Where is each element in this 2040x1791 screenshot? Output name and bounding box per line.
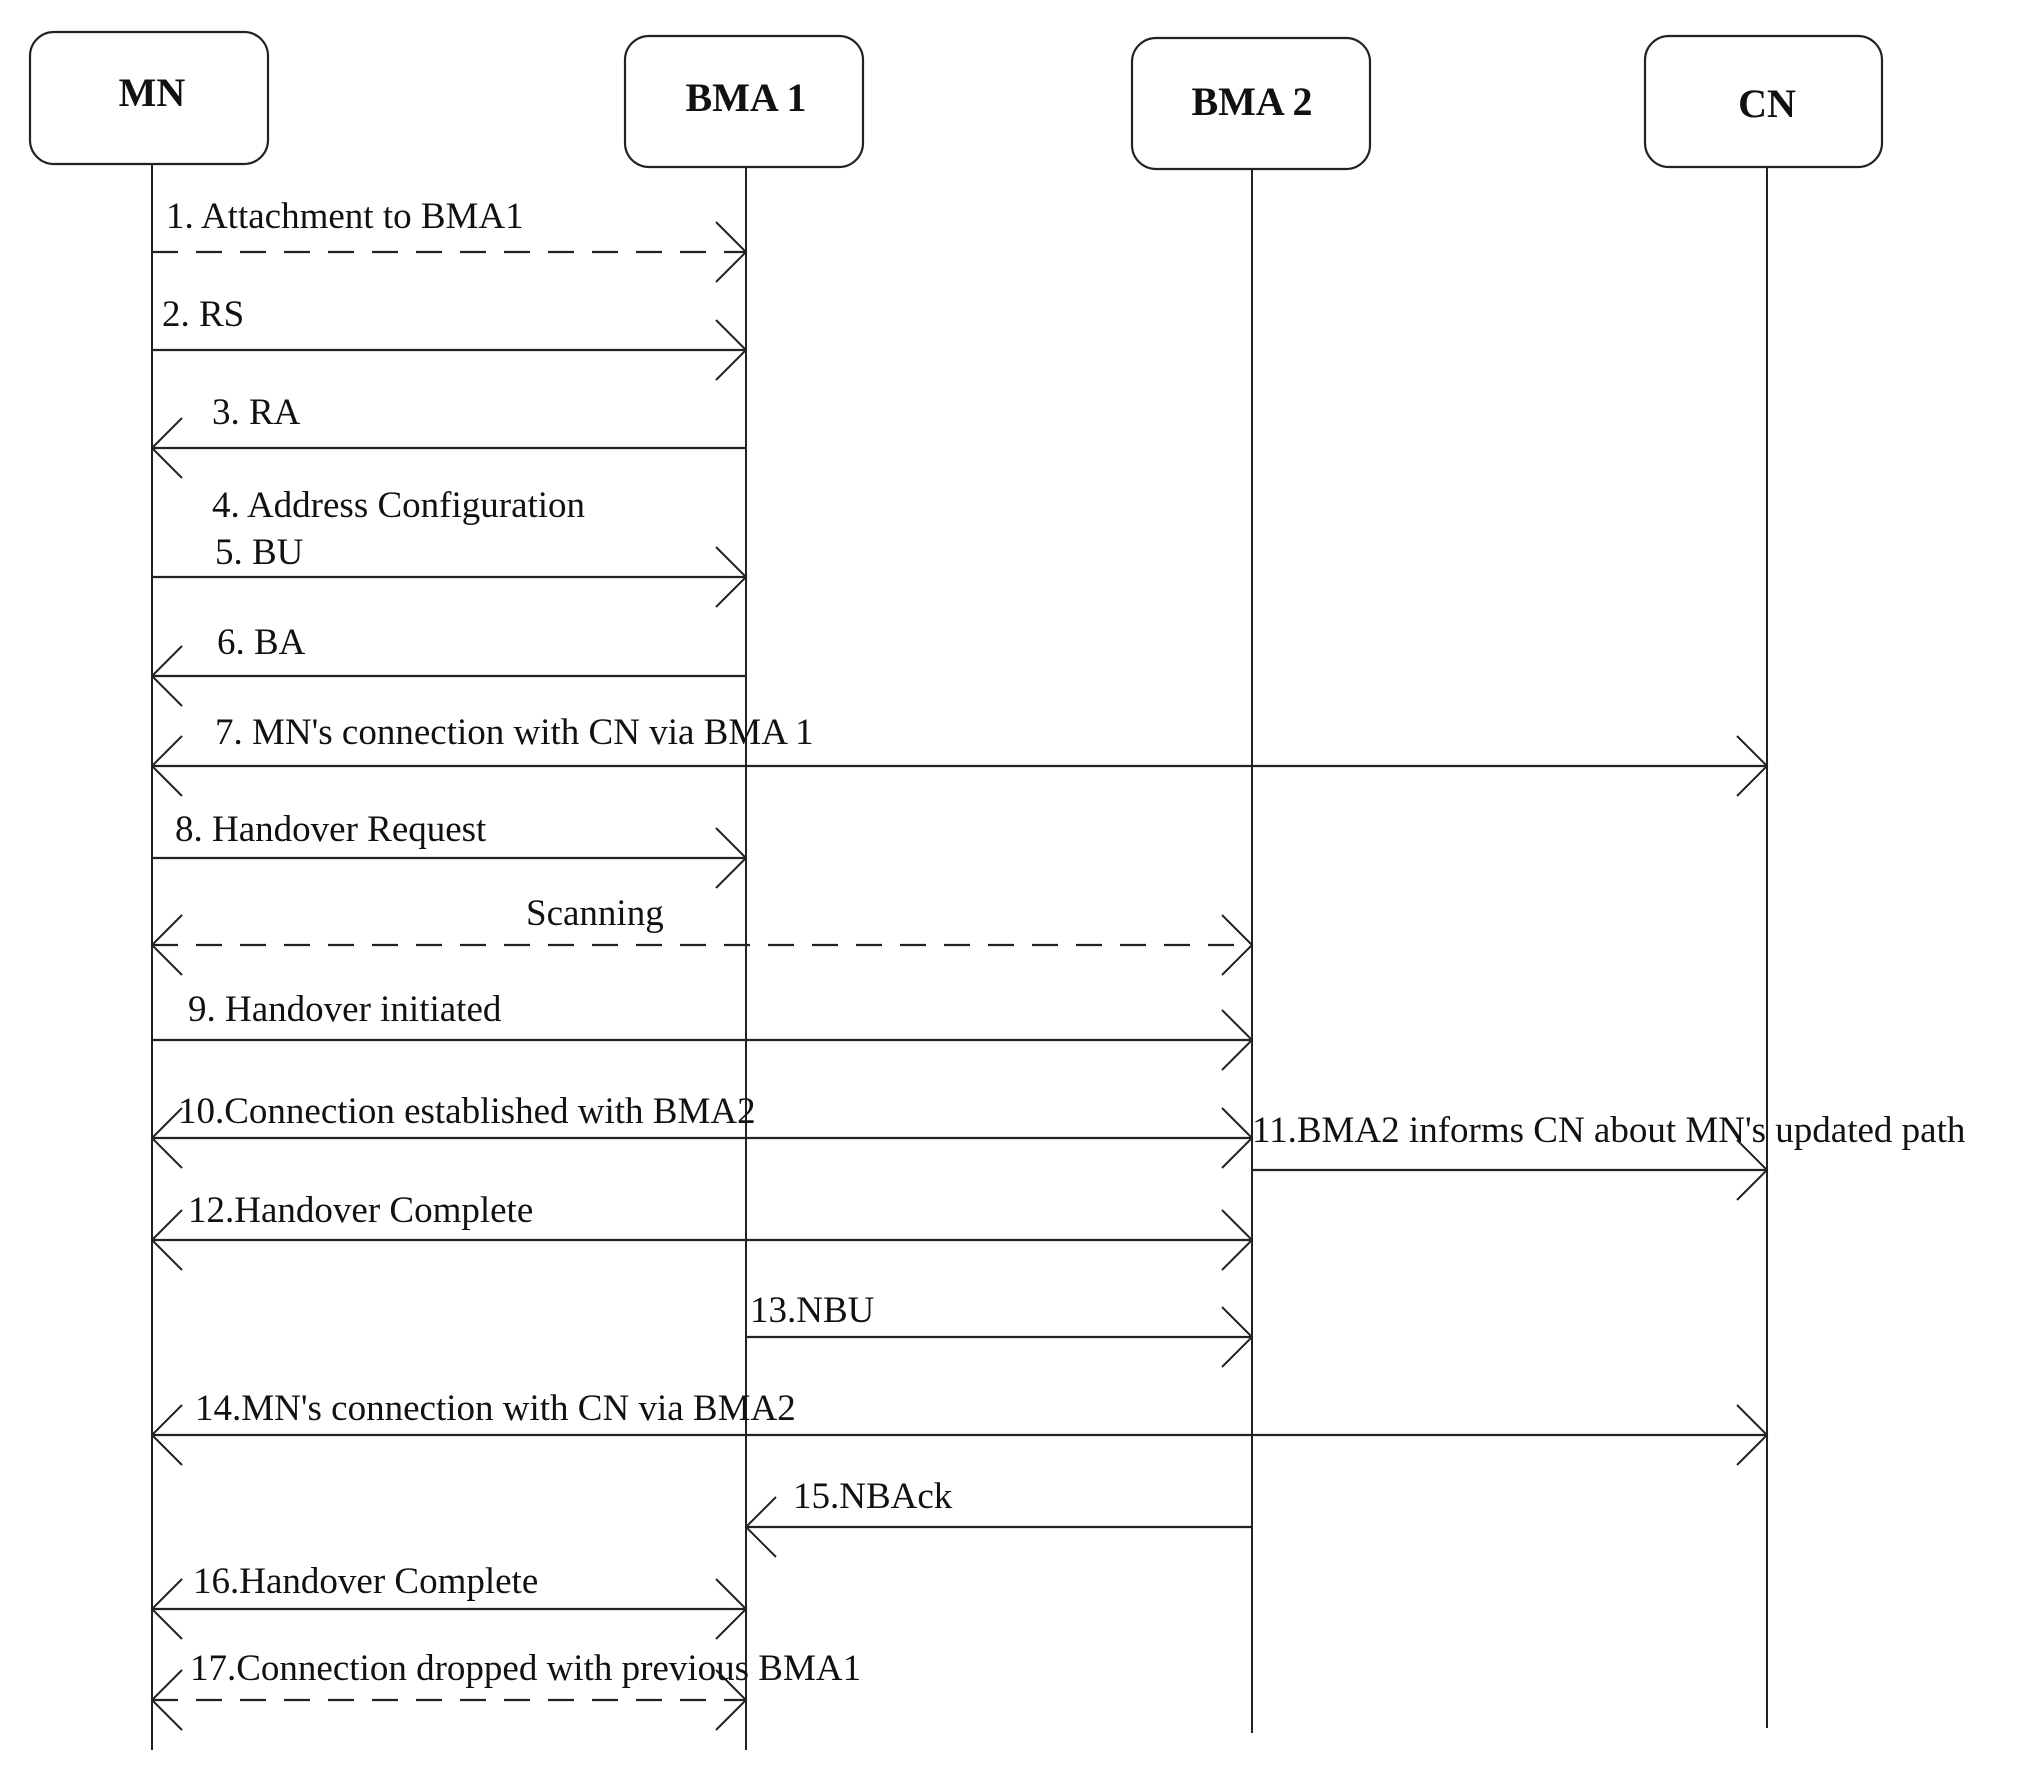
message-7-mn-s-connection-with-cn-via-bma-1-label: 7. MN's connection with CN via BMA 1: [215, 712, 814, 753]
cn-entity-label: CN: [1738, 81, 1796, 126]
message-15-nback-arrowhead-end: [744, 1496, 777, 1558]
message-1-attachment-to-bma1-label: 1. Attachment to BMA1: [166, 196, 524, 237]
message-14-mn-s-connection-with-cn-via-bma2-label: 14.MN's connection with CN via BMA2: [195, 1388, 796, 1429]
message-10-connection-established-with-bma2-arrowhead-start: [150, 1107, 183, 1169]
message-10-connection-established-with-bma2-arrowhead-end: [1221, 1107, 1254, 1169]
message-17-connection-dropped-with-previous-bma1-arrowhead-end: [715, 1669, 748, 1731]
message-2-rs-label: 2. RS: [162, 294, 244, 335]
message-13-nbu-label: 13.NBU: [750, 1290, 874, 1331]
message-1-attachment-to-bma1-arrowhead-end: [715, 221, 748, 283]
message-13-nbu-arrowhead-end: [1221, 1306, 1254, 1368]
message-5-bu-arrowhead-end: [715, 546, 748, 608]
message-16-handover-complete-arrowhead-start: [150, 1578, 183, 1640]
message-15-nback-label: 15.NBAck: [793, 1476, 953, 1517]
message-11-bma2-informs-cn-about-mn-s-updated-path-label: 11.BMA2 informs CN about MN's updated pa…: [1252, 1110, 1966, 1151]
message-12-handover-complete-arrowhead-end: [1221, 1209, 1254, 1271]
message-14-mn-s-connection-with-cn-via-bma2-arrowhead-start: [150, 1404, 183, 1466]
message-17-connection-dropped-with-previous-bma1-arrowhead-start: [150, 1669, 183, 1731]
message-16-handover-complete-label: 16.Handover Complete: [193, 1561, 538, 1602]
bma1-entity-label: BMA 1: [685, 75, 806, 120]
bma2-entity-label: BMA 2: [1191, 79, 1312, 124]
mn-entity-label: MN: [119, 70, 186, 115]
mn-entity-box: [28, 30, 270, 166]
message-16-handover-complete-arrowhead-end: [715, 1578, 748, 1640]
message-6-ba-label: 6. BA: [217, 622, 306, 663]
bma1-entity-box: [623, 34, 865, 169]
message-11-bma2-informs-cn-about-mn-s-updated-path-arrowhead-end: [1736, 1139, 1769, 1201]
message-9-handover-initiated-arrowhead-end: [1221, 1009, 1254, 1071]
message-scanning-arrowhead-end: [1221, 914, 1254, 976]
message-10-connection-established-with-bma2-label: 10.Connection established with BMA2: [178, 1091, 756, 1132]
message-7-mn-s-connection-with-cn-via-bma-1-arrowhead-end: [1736, 735, 1769, 797]
cn-entity-box: [1643, 34, 1884, 169]
message-8-handover-request-arrowhead-end: [715, 827, 748, 889]
message-8-handover-request-label: 8. Handover Request: [175, 809, 487, 850]
message-4-address-configuration-label: 4. Address Configuration: [212, 485, 585, 526]
message-5-bu-label: 5. BU: [215, 532, 303, 573]
message-2-rs-arrowhead-end: [715, 319, 748, 381]
message-7-mn-s-connection-with-cn-via-bma-1-arrowhead-start: [150, 735, 183, 797]
message-14-mn-s-connection-with-cn-via-bma2-arrowhead-end: [1736, 1404, 1769, 1466]
message-17-connection-dropped-with-previous-bma1-label: 17.Connection dropped with previous BMA1: [190, 1648, 861, 1689]
bma2-entity-box: [1130, 36, 1372, 171]
message-12-handover-complete-arrowhead-start: [150, 1209, 183, 1271]
message-3-ra-arrowhead-end: [150, 417, 183, 479]
message-scanning-arrowhead-start: [150, 914, 183, 976]
message-3-ra-label: 3. RA: [212, 392, 301, 433]
message-scanning-label: Scanning: [526, 893, 664, 934]
message-6-ba-arrowhead-end: [150, 645, 183, 707]
message-12-handover-complete-label: 12.Handover Complete: [188, 1190, 533, 1231]
message-9-handover-initiated-label: 9. Handover initiated: [188, 989, 502, 1030]
